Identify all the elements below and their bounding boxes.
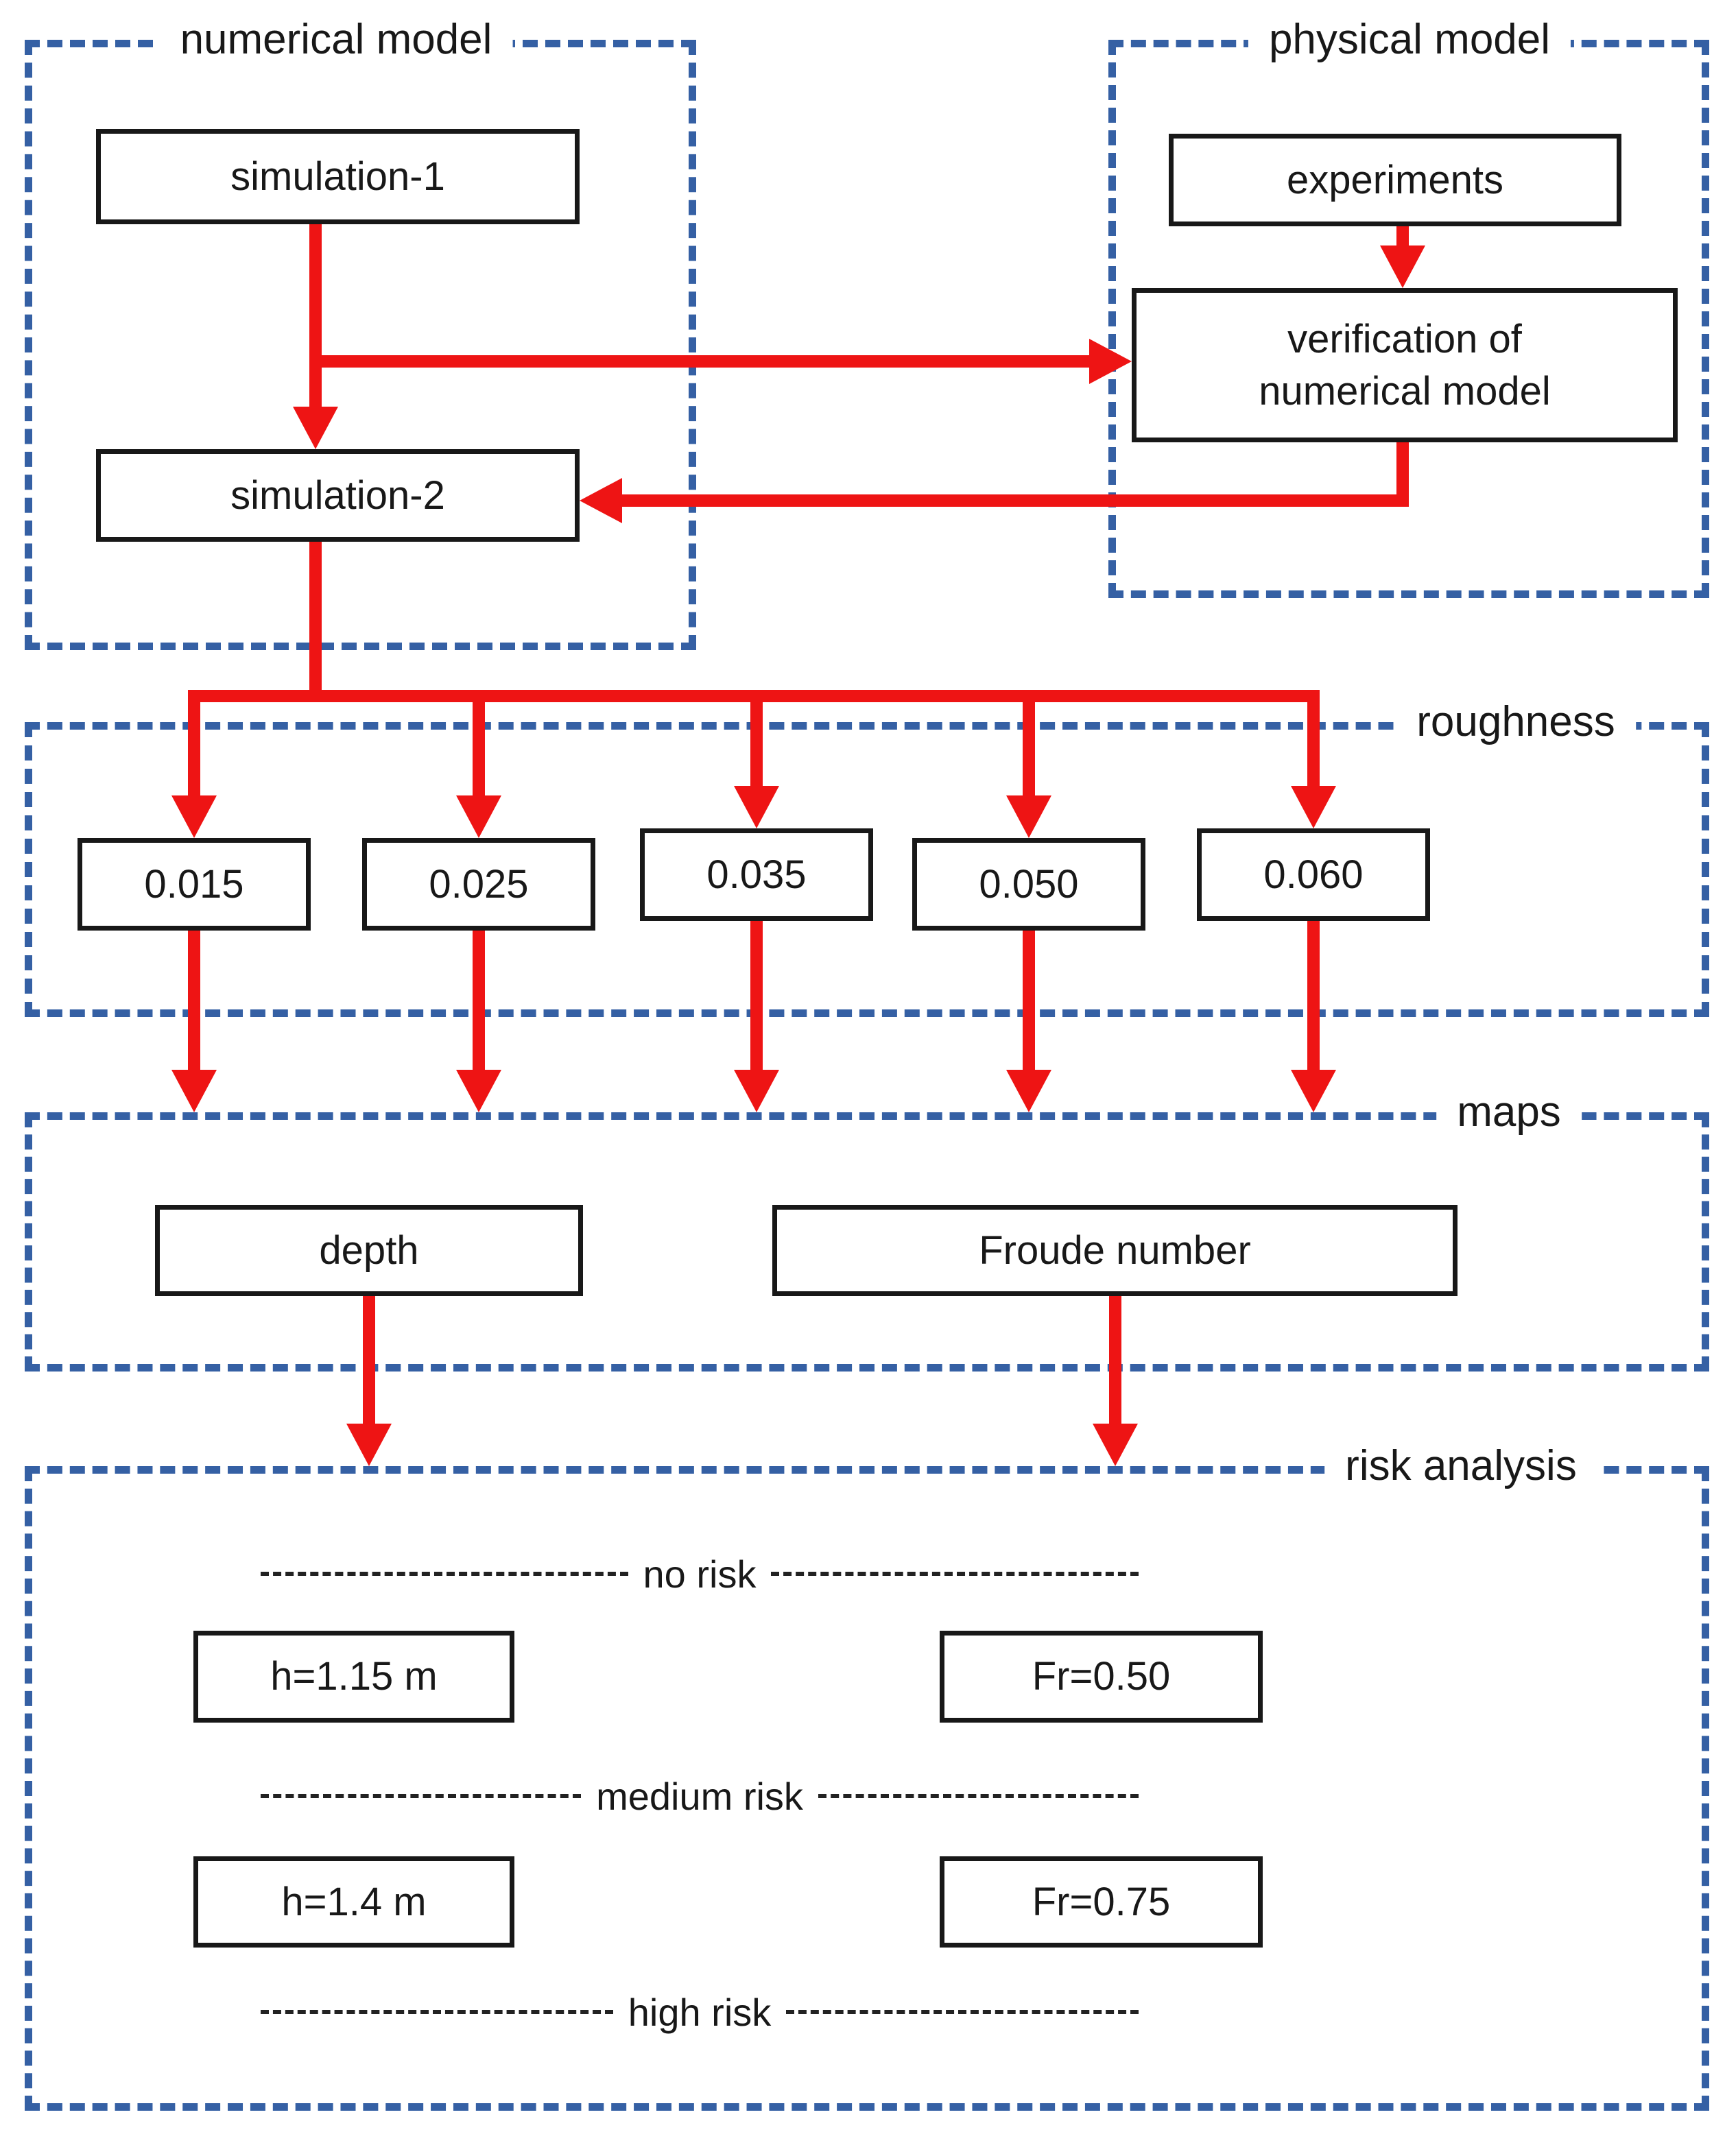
arrow-roughness-2-to-maps-head [456,1070,501,1112]
depth-threshold-medium-risk-box: h=1.4 m [193,1856,514,1948]
verification-box: verification of numerical model [1132,288,1678,442]
arrow-roughness-1-to-maps-head [171,1070,217,1112]
arrow-froude-to-risk-head [1093,1424,1138,1466]
arrow-roughness-4-to-maps-head [1006,1070,1051,1112]
roughness-value-box-5: 0.060 [1197,828,1430,921]
medium-risk-separator: medium risk [261,1769,1139,1823]
high-risk-label: high risk [628,1990,772,2034]
risk-analysis-frame [25,1466,1709,2111]
arrow-to-roughness-3-line [750,690,763,786]
high-risk-separator: high risk [261,1985,1139,2039]
arrow-to-roughness-5-head [1291,786,1336,828]
arrow-to-roughness-5-line [1307,690,1320,786]
arrow-roughness-3-to-maps-line [750,921,763,1070]
arrow-branch-to-verification-line [309,355,1089,368]
arrow-to-roughness-2-head [456,795,501,838]
arrow-to-roughness-1-line [188,690,200,795]
arrow-depth-to-risk-line [363,1296,375,1424]
arrow-verification-to-sim2-head [580,478,622,523]
arrow-sim1-to-sim2-line [309,224,322,411]
dash-line [261,1794,582,1798]
arrow-depth-to-risk-head [346,1424,392,1466]
roughness-label: roughness [1396,697,1636,747]
roughness-value-box-4: 0.050 [912,838,1145,931]
arrow-to-roughness-3-head [734,786,779,828]
arrow-roughness-5-to-maps-head [1291,1070,1336,1112]
froude-threshold-medium-risk-box: Fr=0.75 [940,1856,1263,1948]
arrow-to-roughness-4-line [1023,690,1035,795]
arrow-to-roughness-1-head [171,795,217,838]
arrow-sim1-to-sim2-head [293,407,338,449]
froude-threshold-no-risk-box: Fr=0.50 [940,1631,1263,1723]
arrow-roughness-2-to-maps-line [473,931,485,1070]
depth-box: depth [155,1205,583,1296]
numerical-model-label: numerical model [159,14,513,65]
physical-model-label: physical model [1248,14,1571,65]
arrow-verification-to-sim2-vsegment [1396,442,1409,507]
arrow-experiments-to-verification-head [1380,245,1425,288]
risk-analysis-label: risk analysis [1324,1441,1597,1492]
roughness-value-box-3: 0.035 [640,828,873,921]
no-risk-separator: no risk [261,1546,1139,1601]
dash-line [786,2010,1139,2014]
experiments-box: experiments [1169,134,1621,226]
maps-label: maps [1436,1087,1582,1138]
arrow-froude-to-risk-line [1109,1296,1121,1424]
froude-number-box: Froude number [772,1205,1458,1296]
arrow-roughness-3-to-maps-head [734,1070,779,1112]
dash-line [818,1794,1139,1798]
roughness-frame [25,722,1709,1017]
simulation-2-box: simulation-2 [96,449,580,542]
simulation-1-box: simulation-1 [96,129,580,224]
dash-line [261,1572,628,1576]
medium-risk-label: medium risk [596,1774,803,1818]
arrow-to-roughness-2-line [473,690,485,795]
arrow-roughness-4-to-maps-line [1023,931,1035,1070]
roughness-value-box-2: 0.025 [362,838,595,931]
arrow-roughness-1-to-maps-line [188,931,200,1070]
maps-frame [25,1112,1709,1372]
dash-line [261,2010,613,2014]
arrow-roughness-5-to-maps-line [1307,921,1320,1070]
arrow-branch-to-verification-head [1089,339,1132,384]
no-risk-label: no risk [643,1552,757,1596]
arrow-verification-to-sim2-hsegment [618,494,1409,507]
arrow-sim2-trunk-line [309,542,322,702]
roughness-value-box-1: 0.015 [78,838,311,931]
arrow-to-roughness-4-head [1006,795,1051,838]
dash-line [771,1572,1139,1576]
depth-threshold-no-risk-box: h=1.15 m [193,1631,514,1723]
